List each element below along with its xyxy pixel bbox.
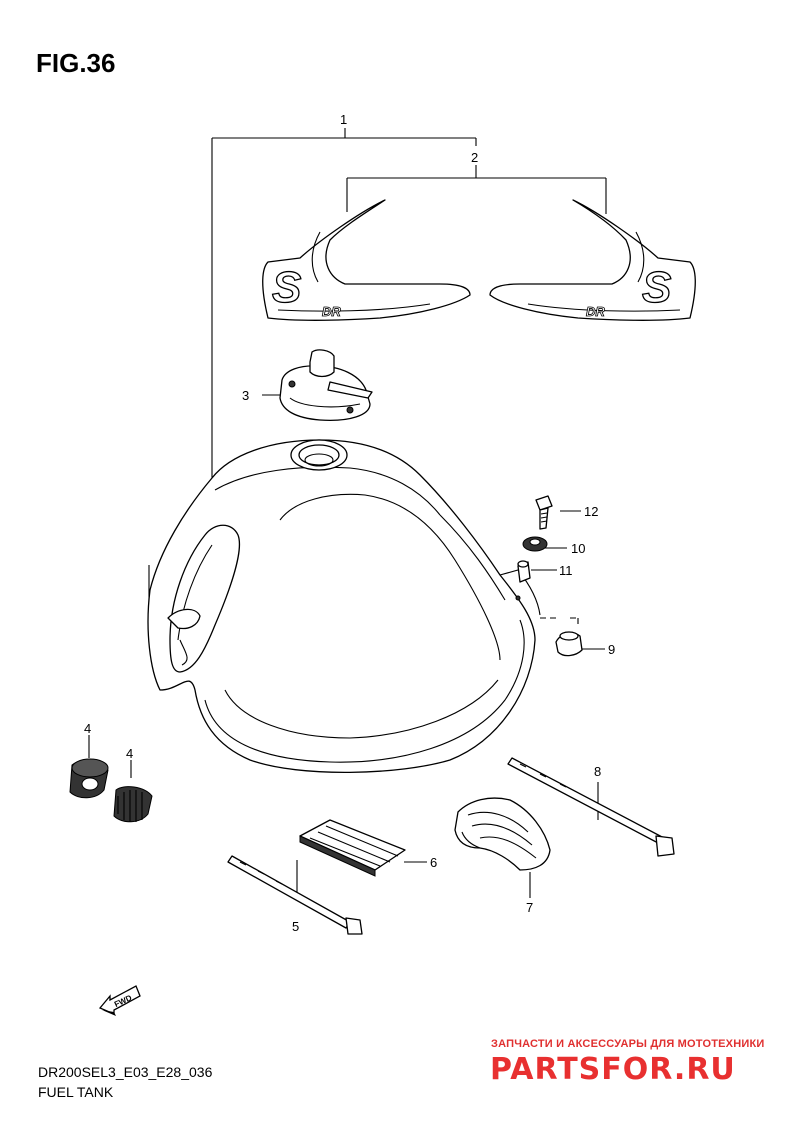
callout-8[interactable]: 8 (594, 764, 601, 779)
cushion-rear[interactable] (555, 631, 583, 657)
cushion-right[interactable] (113, 786, 153, 823)
callout-9[interactable]: 9 (608, 642, 615, 657)
footer-section-name: FUEL TANK (38, 1084, 114, 1100)
callout-numbers: 1 2 3 4 4 5 6 7 8 9 10 11 12 (84, 112, 615, 934)
cushion-left[interactable] (69, 758, 109, 799)
fuel-tank-cover[interactable] (454, 797, 551, 871)
callout-2[interactable]: 2 (471, 150, 478, 165)
callout-1[interactable]: 1 (340, 112, 347, 127)
cable-tie-right[interactable] (507, 757, 675, 857)
callout-3[interactable]: 3 (242, 388, 249, 403)
callout-7[interactable]: 7 (526, 900, 533, 915)
washer[interactable] (522, 536, 548, 552)
callout-4-right[interactable]: 4 (126, 746, 133, 761)
right-decal-dr-mark: DR (586, 304, 605, 319)
callout-11[interactable]: 11 (559, 563, 573, 578)
fwd-arrow-icon: FWD (98, 985, 141, 1016)
watermark-logo: PARTSFOR.RU (490, 1052, 736, 1085)
spacer[interactable] (517, 560, 531, 583)
leader-lines (88, 128, 607, 898)
callout-6[interactable]: 6 (430, 855, 437, 870)
watermark-logo-text: PARTSFOR.RU (490, 1052, 736, 1085)
fwd-label: FWD (113, 993, 134, 1009)
left-decal-dr-mark: DR (322, 304, 341, 319)
fuel-tank-cap[interactable] (279, 349, 373, 421)
figure-title: FIG.36 (36, 48, 116, 78)
right-decal-s-mark: S (642, 263, 671, 312)
footer-model-code: DR200SEL3_E03_E28_036 (38, 1064, 213, 1080)
right-tank-decal[interactable]: S DR (489, 199, 696, 321)
fuel-tank[interactable] (147, 439, 541, 774)
left-decal-s-mark: S (272, 263, 301, 312)
callout-5[interactable]: 5 (292, 919, 299, 934)
callout-10[interactable]: 10 (571, 541, 585, 556)
bolt[interactable] (535, 495, 553, 530)
callout-4-left[interactable]: 4 (84, 721, 91, 736)
cable-tie-left[interactable] (227, 855, 363, 935)
callout-12[interactable]: 12 (584, 504, 598, 519)
watermark-tagline: ЗАПЧАСТИ И АКСЕССУАРЫ ДЛЯ МОТОТЕХНИКИ (491, 1038, 765, 1050)
left-tank-decal[interactable]: S DR (262, 199, 471, 321)
cushion-pad[interactable] (299, 819, 406, 877)
